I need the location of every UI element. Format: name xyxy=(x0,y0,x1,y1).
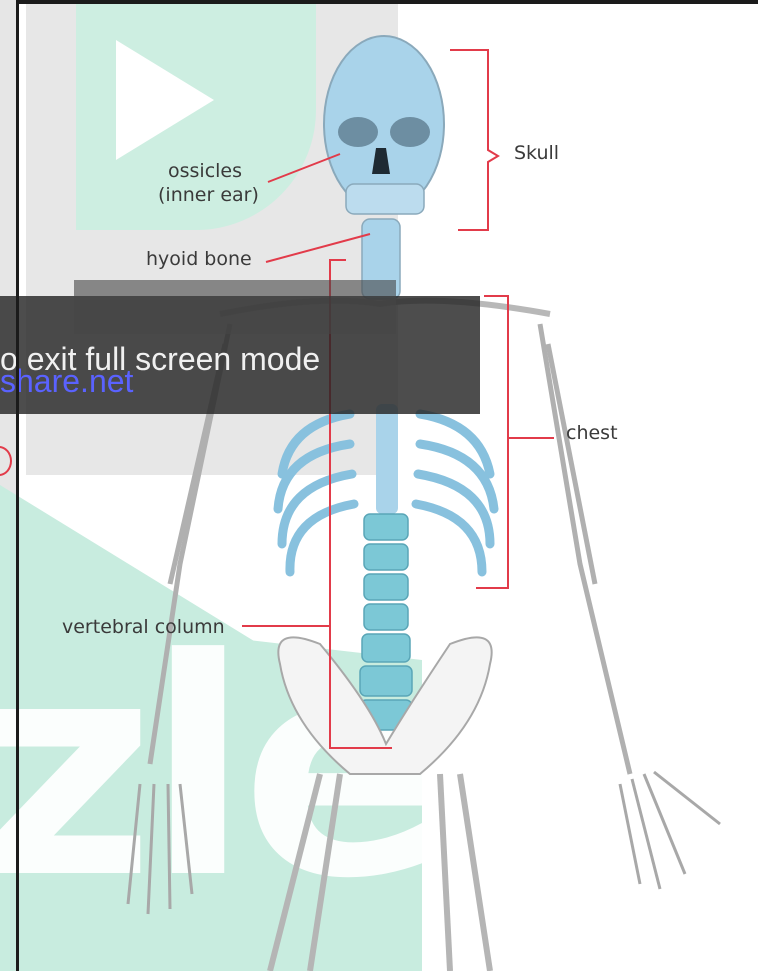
label-skull: Skull xyxy=(514,142,559,164)
ossicles-leader xyxy=(268,154,340,182)
sternum xyxy=(376,404,398,514)
leg-bones xyxy=(270,774,490,971)
frame-left-border xyxy=(16,0,19,971)
label-inner-ear: (inner ear) xyxy=(158,184,259,206)
skull-bracket xyxy=(450,50,498,230)
right-eye-socket xyxy=(390,117,430,147)
spine xyxy=(360,514,412,730)
slideshare-link[interactable]: share.net xyxy=(0,362,133,400)
hand-bones xyxy=(128,772,720,914)
label-chest: chest xyxy=(566,422,618,444)
left-eye-socket xyxy=(338,117,378,147)
label-hyoid-bone: hyoid bone xyxy=(146,248,252,270)
notice-highlight-band xyxy=(74,280,396,334)
label-ossicles-line2: (inner ear) xyxy=(158,184,259,206)
jaw xyxy=(346,184,424,214)
label-vertebral-column: vertebral column xyxy=(62,616,225,638)
skeleton-diagram xyxy=(20,4,758,971)
hyoid-leader xyxy=(266,234,370,262)
label-ossicles-line1: ossicles xyxy=(168,160,242,182)
label-ossicles: ossicles xyxy=(168,160,242,182)
frame-top-border xyxy=(16,0,758,4)
